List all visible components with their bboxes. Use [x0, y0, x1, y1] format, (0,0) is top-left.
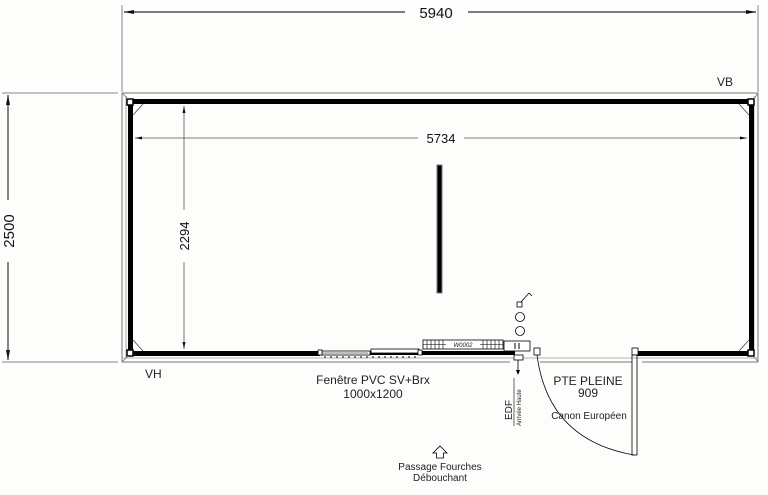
- window-size: 1000x1200: [343, 387, 403, 401]
- forklift-arrow-icon: [432, 445, 448, 459]
- window-label: Fenêtre PVC SV+Brx: [316, 373, 430, 387]
- overall-length-dimension: 5940: [121, 5, 759, 92]
- central-bar: [436, 164, 443, 294]
- overall-width-label: 2500: [1, 214, 18, 247]
- door-jamb-left: [533, 347, 541, 356]
- socket-icon: [515, 326, 525, 336]
- edf-sub-label: Arrivée Haute: [517, 389, 523, 426]
- corner-label-vb: VB: [717, 75, 733, 89]
- arrow-down-icon: [182, 342, 186, 349]
- corner-label-vh: VH: [145, 367, 162, 381]
- arrow-right-icon: [746, 10, 756, 14]
- window: [317, 348, 423, 358]
- electrical-panel: [503, 340, 531, 375]
- switch-icon: [516, 301, 523, 308]
- forklift-label-line2: Débouchant: [413, 473, 467, 484]
- arrow-right-icon: [740, 136, 747, 140]
- inner-width-dimension: 2294: [177, 106, 192, 349]
- overall-length-label: 5940: [419, 5, 452, 22]
- edf-label: EDF: [504, 400, 515, 420]
- arrow-up-icon: [6, 95, 10, 105]
- wall-bottom-left: [128, 351, 320, 356]
- door-label: PTE PLEINE: [553, 374, 622, 388]
- overall-width-dimension: 2500: [1, 92, 118, 363]
- corner-post-bottom-left: [126, 349, 134, 357]
- door-jamb-right: [631, 347, 639, 356]
- arrow-up-icon: [182, 106, 186, 113]
- corner-posts: [121, 92, 759, 363]
- corner-post-bottom-right: [747, 349, 755, 357]
- forklift-label-line1: Passage Fourches: [398, 462, 481, 473]
- wall-bottom-right: [637, 351, 754, 356]
- wall-top: [128, 99, 754, 104]
- wall-right: [749, 99, 754, 356]
- arrow-left-icon: [124, 10, 134, 14]
- inner-length-label: 5734: [427, 131, 456, 146]
- wall-left: [128, 99, 133, 356]
- walls: [128, 99, 754, 356]
- door-number: 909: [578, 386, 598, 400]
- door: [533, 347, 639, 456]
- inner-width-label: 2294: [177, 222, 192, 251]
- socket-icon: [515, 312, 525, 322]
- radiator: W0002: [422, 339, 504, 350]
- inner-length-dimension: 5734: [135, 131, 747, 146]
- door-lock-label: Canon Européen: [551, 411, 627, 422]
- arrow-left-icon: [135, 136, 142, 140]
- switch-and-sockets: [515, 292, 533, 336]
- corner-post-top-left: [126, 98, 134, 106]
- door-swing-arc: [536, 354, 635, 456]
- corner-post-top-right: [747, 98, 755, 106]
- radiator-label: W0002: [453, 343, 473, 349]
- wall-bottom-mid: [370, 351, 515, 355]
- arrow-down-icon: [6, 350, 10, 360]
- door-leaf: [631, 354, 638, 456]
